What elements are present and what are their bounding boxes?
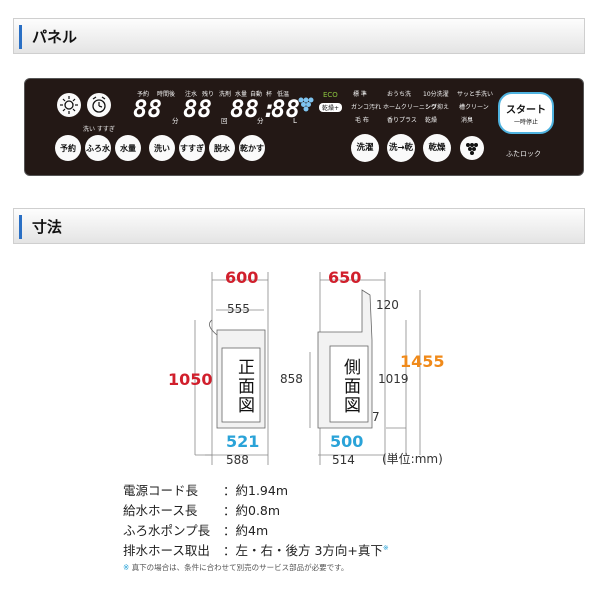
spec-value: ：約4m xyxy=(223,523,269,538)
spec-label: ふろ水ポンプ長 xyxy=(123,523,211,538)
dimension-drawing: 600 555 1050 正面図 521 588 650 120 858 側面図… xyxy=(150,260,450,475)
segment-display-2: 88 xyxy=(183,95,212,123)
dry-button[interactable]: 乾かす xyxy=(239,135,265,161)
height-open: 1455 xyxy=(400,352,445,371)
kanso-plus-badge: 乾燥+ xyxy=(319,103,343,112)
spin-button[interactable]: 脱水 xyxy=(209,135,235,161)
wash-rinse-label: 洗い すすぎ xyxy=(83,126,115,133)
width-inner: 555 xyxy=(227,302,250,316)
side-view-label: 側面図 xyxy=(340,358,360,415)
start-pause-button[interactable]: スタート 一時停止 xyxy=(498,92,554,134)
wash-button[interactable]: 洗い xyxy=(149,135,175,161)
course-fragrance: 香りプラス xyxy=(387,117,417,124)
rinse-button[interactable]: すすぎ xyxy=(179,135,205,161)
label-nokori: 残り xyxy=(202,91,215,98)
unit-liters: L xyxy=(293,117,297,125)
spec-label: 排水ホース取出 xyxy=(123,543,210,558)
height-side: 1019 xyxy=(378,372,409,386)
lid-lock-label: ふたロック xyxy=(506,150,541,158)
course-blanket: 毛 布 xyxy=(355,117,369,124)
spec-value: ：約1.94m xyxy=(223,483,289,498)
reserve-button[interactable]: 予約 xyxy=(55,135,81,161)
pause-label: 一時停止 xyxy=(513,118,538,126)
label-senzai: 洗剤 xyxy=(219,91,232,98)
eco-label: ECO xyxy=(323,91,338,99)
spec-value: ：左・右・後方 3方向+真下※ xyxy=(223,540,389,559)
depth-base: 514 xyxy=(332,453,355,467)
unit-min-2: 分 xyxy=(257,117,264,125)
course-deodorize: 消臭 xyxy=(461,117,474,124)
label-hai: 杯 xyxy=(266,91,273,98)
hose-height: 858 xyxy=(280,372,303,386)
course-10min: 10分洗濯 xyxy=(423,91,449,98)
label-teion: 低温 xyxy=(277,91,290,98)
wash-dry-button[interactable]: 洗→乾 xyxy=(387,134,415,162)
segment-display-4: 88 xyxy=(271,95,300,123)
height-main: 1050 xyxy=(168,370,213,389)
spec-footnote-mark: ※ xyxy=(382,543,389,552)
grapes-button-icon[interactable] xyxy=(460,136,484,160)
wash-course-button[interactable]: 洗濯 xyxy=(351,134,379,162)
label-suiryo: 水量 xyxy=(235,91,248,98)
panel-section-header: パネル xyxy=(13,18,585,54)
lid-clearance: 120 xyxy=(376,298,399,312)
spec-label: 電源コード長 xyxy=(123,483,199,498)
label-yoyaku: 予約 xyxy=(137,91,150,98)
base-width-blue: 521 xyxy=(226,432,260,451)
course-tub-clean: 槽クリーン xyxy=(459,104,489,111)
course-tough-stain: ガンコ汚れ xyxy=(351,104,382,111)
depth-blue: 500 xyxy=(330,432,364,451)
label-jikango: 時間後 xyxy=(157,91,176,98)
width-outer: 600 xyxy=(225,268,259,287)
water-level-button[interactable]: 水量 xyxy=(115,135,141,161)
course-wrinkle: シワ抑え xyxy=(425,104,450,111)
label-jido: 自動 xyxy=(250,91,263,98)
course-standard: 標 準 xyxy=(353,91,367,98)
spec-value: ：約0.8m xyxy=(223,503,281,518)
dims-section-title: 寸法 xyxy=(32,218,63,236)
dimension-lines xyxy=(194,272,421,465)
segment-display-3: 88 xyxy=(230,95,259,123)
bath-water-button[interactable]: ふろ水 xyxy=(85,135,111,161)
alarm-clock-icon[interactable] xyxy=(87,93,111,117)
front-view-label: 正面図 xyxy=(234,358,254,415)
unit-times: 回 xyxy=(221,117,228,125)
unit-min-1: 分 xyxy=(172,117,179,125)
segment-colon: : xyxy=(262,95,277,123)
label-chusui: 注水 xyxy=(185,91,198,98)
unit-label: (単位:mm) xyxy=(382,452,443,466)
segment-display-1: 88 xyxy=(133,95,162,123)
course-quick-hand: サッと手洗い xyxy=(457,91,494,98)
spec-label: 給水ホース長 xyxy=(123,503,198,518)
dims-section-header: 寸法 xyxy=(13,208,585,244)
sun-icon[interactable] xyxy=(57,93,81,117)
course-dry: 乾燥 xyxy=(425,117,438,124)
footnote-text: 真下の場合は、条件に合わせて別売のサービス部品が必要です。 xyxy=(131,563,349,572)
depth-outer: 650 xyxy=(328,268,362,287)
section-accent xyxy=(19,215,22,239)
section-accent xyxy=(19,25,22,49)
drying-button[interactable]: 乾燥 xyxy=(423,134,451,162)
footnote: ※ 真下の場合は、条件に合わせて別売のサービス部品が必要です。 xyxy=(123,562,348,573)
footnote-mark: ※ xyxy=(123,563,130,572)
base-width: 588 xyxy=(226,453,249,467)
grapes-icon xyxy=(298,97,314,112)
bottom-gap: 7 xyxy=(372,410,380,424)
control-panel: 洗い すすぎ 予約 時間後 注水 残り 洗剤 水量 自動 杯 低温 88 分 8… xyxy=(24,78,584,176)
spec-value-text: ：左・右・後方 3方向+真下 xyxy=(223,543,383,558)
start-label: スタート xyxy=(506,104,546,116)
course-home-wash: おうち洗 xyxy=(387,91,412,98)
course-home-cleaning: ホームクリーニング xyxy=(383,104,437,111)
panel-section-title: パネル xyxy=(32,28,78,46)
